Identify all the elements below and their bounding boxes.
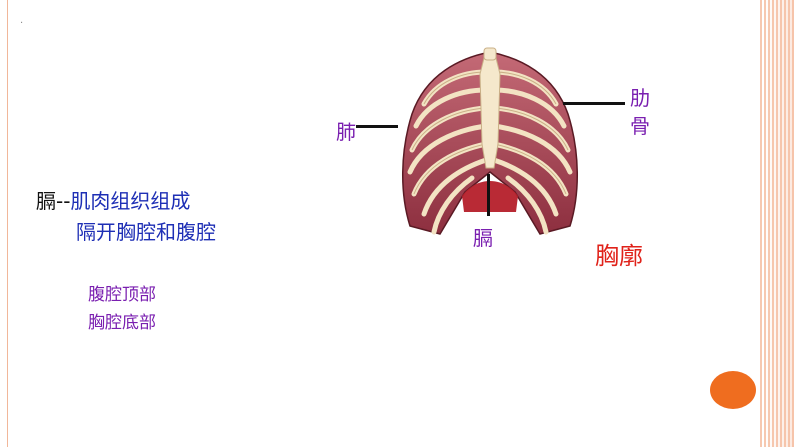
slide-frame-left-line [7, 0, 8, 447]
rib-pointer-line [563, 102, 625, 105]
note-thoracic-bottom: 胸腔底部 [88, 313, 156, 333]
lung-pointer-line [356, 125, 398, 128]
diaphragm-term: 膈 [36, 189, 56, 213]
slide-frame-right-shade [764, 0, 794, 447]
ribcage-diagram-icon [401, 47, 579, 235]
label-lung: 肺 [336, 120, 356, 144]
note-abdominal-top: 腹腔顶部 [88, 285, 156, 305]
diaphragm-definition: 肌肉组织组成 [70, 189, 191, 213]
label-diaphragm: 膈 [473, 226, 493, 250]
slide-frame-right-border [760, 0, 794, 447]
diaphragm-dash: -- [56, 189, 71, 213]
orange-circle-button[interactable] [710, 371, 756, 409]
diaphragm-definition-line: 膈--肌肉组织组成 [36, 188, 190, 214]
diaphragm-function: 隔开胸腔和腹腔 [76, 220, 216, 244]
label-thorax: 胸廓 [595, 242, 643, 270]
diaphragm-pointer-line [487, 174, 490, 216]
slide-marker: . [20, 15, 24, 26]
label-rib: 肋骨 [630, 86, 650, 138]
